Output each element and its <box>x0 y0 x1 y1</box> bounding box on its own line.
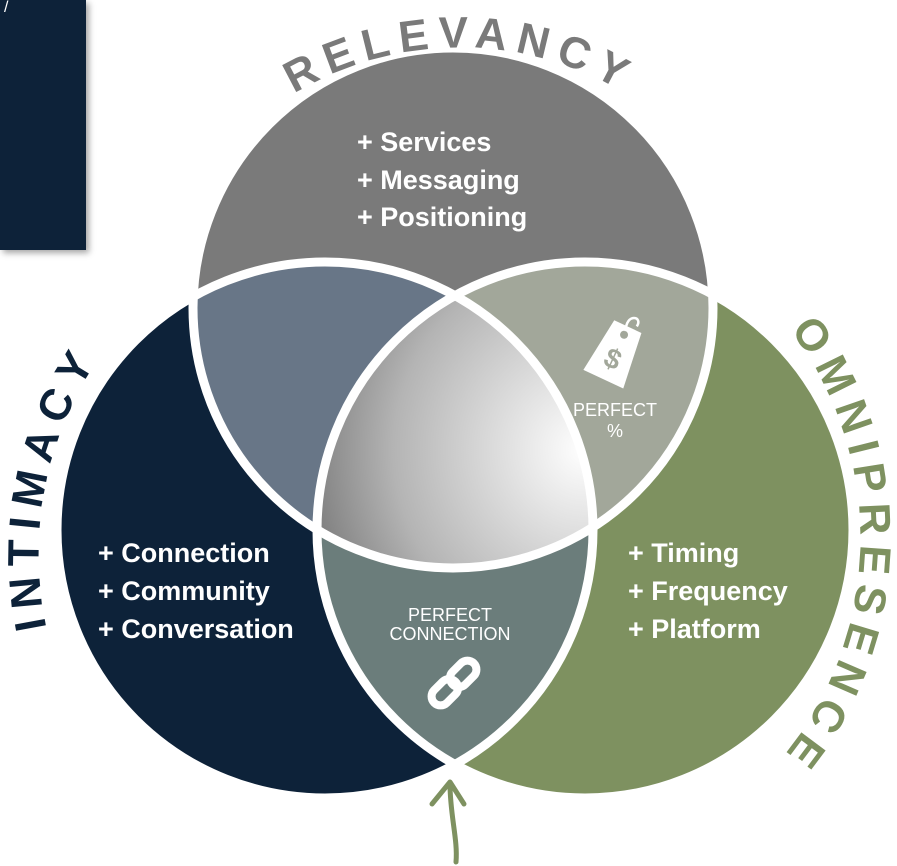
omnipresence-item: + Frequency <box>628 576 788 606</box>
up-arrow-icon <box>429 779 467 865</box>
intimacy-item: + Conversation <box>98 614 294 644</box>
perfect-connection-label: PERFECT <box>408 605 492 625</box>
relevancy-item: + Messaging <box>357 165 520 195</box>
relevancy-item: + Services <box>357 127 491 157</box>
perfect-connection-label-2: CONNECTION <box>390 624 511 644</box>
omnipresence-item: + Timing <box>628 538 739 568</box>
panel-glyph: / <box>4 0 9 16</box>
chain-link-icon <box>427 656 481 710</box>
price-tag-icon: $ <box>583 316 642 389</box>
dark-side-panel: / <box>0 0 86 250</box>
intimacy-item: + Community <box>98 576 270 606</box>
omnipresence-item: + Platform <box>628 614 761 644</box>
perfect-price-symbol: % <box>607 421 623 441</box>
intimacy-item: + Connection <box>98 538 270 568</box>
relevancy-item: + Positioning <box>357 202 527 232</box>
perfect-price-label: PERFECT <box>573 400 657 420</box>
